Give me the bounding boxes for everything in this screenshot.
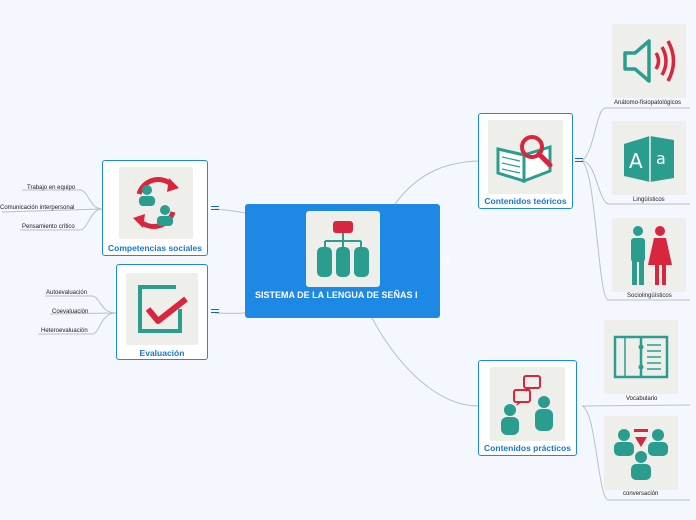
topic-label: Contenidos prácticos <box>484 443 571 453</box>
notes-icon[interactable] <box>211 206 219 213</box>
subtopic-autoevaluacion[interactable]: Autoevaluación <box>46 290 88 296</box>
topic-competencias-sociales[interactable]: Competencias sociales <box>102 160 208 256</box>
svg-text:A: A <box>629 149 643 173</box>
topic-contenidos-practicos[interactable]: Contenidos prácticos <box>478 360 577 456</box>
checkbox-check-icon <box>126 273 198 345</box>
notes-icon[interactable] <box>575 158 583 165</box>
subtopic-conversacion[interactable]: conversación <box>623 491 659 497</box>
speaker-icon <box>612 24 686 98</box>
svg-text:a: a <box>656 149 666 168</box>
subtopic-coevaluacion[interactable]: Coevaluación <box>52 309 89 315</box>
subtopic-pensamiento-critico[interactable]: Pensamiento crítico <box>22 224 75 230</box>
subtopic-sociolinguisticos[interactable]: Sociolingüísticos <box>627 293 672 299</box>
book-magnifier-icon <box>488 120 563 194</box>
subtopic-anatomo-fisiopatologicos[interactable]: Anátomo-fisiopatológicos <box>614 100 682 106</box>
topic-label: Competencias sociales <box>107 243 202 253</box>
topic-evaluacion[interactable]: Evaluación <box>116 264 208 360</box>
letters-icon: A a <box>612 121 686 195</box>
notes-icon[interactable] <box>445 258 451 263</box>
group-conversation-icon <box>604 416 678 490</box>
subtopic-trabajo-en-equipo[interactable]: Trabajo en equipo <box>27 185 76 191</box>
people-talking-icon <box>490 367 565 441</box>
subtopic-comunicacion-interpersonal[interactable]: Comunicación interpersonal <box>0 205 75 211</box>
topic-label: Evaluación <box>139 348 185 358</box>
central-topic[interactable]: SISTEMA DE LA LENGUA DE SEÑAS I <box>245 204 451 318</box>
subtopic-heteroevaluacion[interactable]: Heteroevaluación <box>41 328 88 334</box>
org-chart-icon <box>306 211 380 287</box>
subtopic-linguisticos[interactable]: Lingüísticos <box>633 197 665 203</box>
central-title: SISTEMA DE LA LENGUA DE SEÑAS I <box>255 290 418 300</box>
people-cycle-icon <box>119 167 193 239</box>
subtopic-vocabulario[interactable]: Vocabulario <box>626 396 658 402</box>
notes-icon[interactable] <box>211 309 219 316</box>
topic-contenidos-teoricos[interactable]: Contenidos teóricos <box>478 113 573 209</box>
topic-label: Contenidos teóricos <box>484 196 567 206</box>
man-woman-icon <box>612 218 686 292</box>
notebook-icon <box>604 320 678 394</box>
